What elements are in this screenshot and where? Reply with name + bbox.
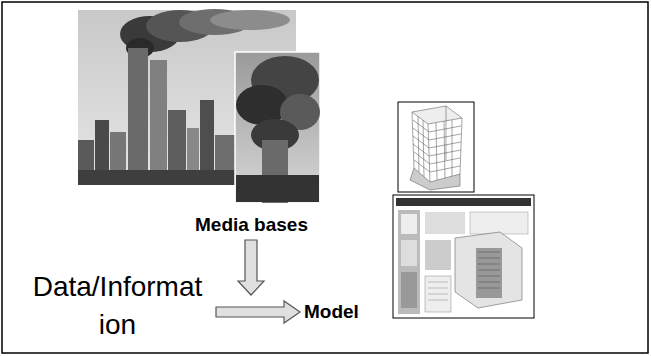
collapse-infographic [393,195,534,318]
text-node: Model [302,301,361,323]
down-block-arrow [238,240,264,295]
wireframe-model [398,102,474,192]
media-label: Media bases [195,214,308,236]
node-text: Data/Informat ion [22,268,213,344]
node-text: Model [304,301,359,323]
frame [2,2,648,353]
block-arrow [216,301,300,323]
text-node: Data/Informat ion [20,268,215,344]
collapse-photo [235,52,320,203]
